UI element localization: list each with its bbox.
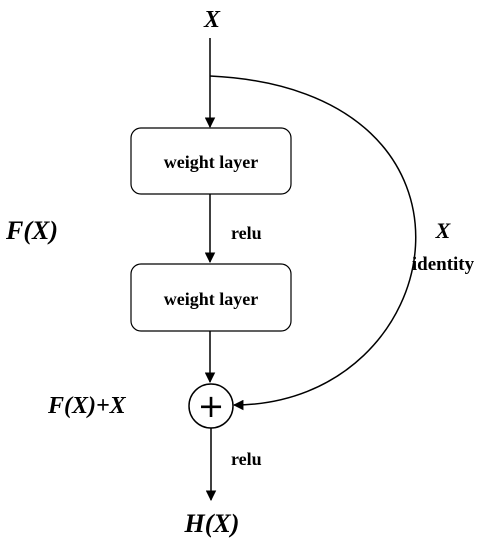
weight-layer-1-box — [130, 127, 292, 195]
identity-shortcut-path — [209, 75, 417, 411]
sum-label: F(X)+X — [47, 393, 127, 419]
weight-layer-2-box — [130, 263, 292, 332]
sum-symbol: + — [198, 387, 225, 425]
relu-1-label: relu — [231, 223, 262, 243]
residual-function-label: F(X) — [5, 216, 58, 245]
weight-layer-2-label: weight layer — [164, 289, 258, 309]
output-label: H(X) — [184, 509, 240, 538]
relu-2-label: relu — [231, 449, 262, 469]
shortcut-x-label: X — [435, 218, 452, 243]
weight-layer-1-label: weight layer — [164, 152, 258, 172]
input-label: X — [203, 7, 221, 33]
shortcut-identity-label: identity — [412, 254, 475, 275]
